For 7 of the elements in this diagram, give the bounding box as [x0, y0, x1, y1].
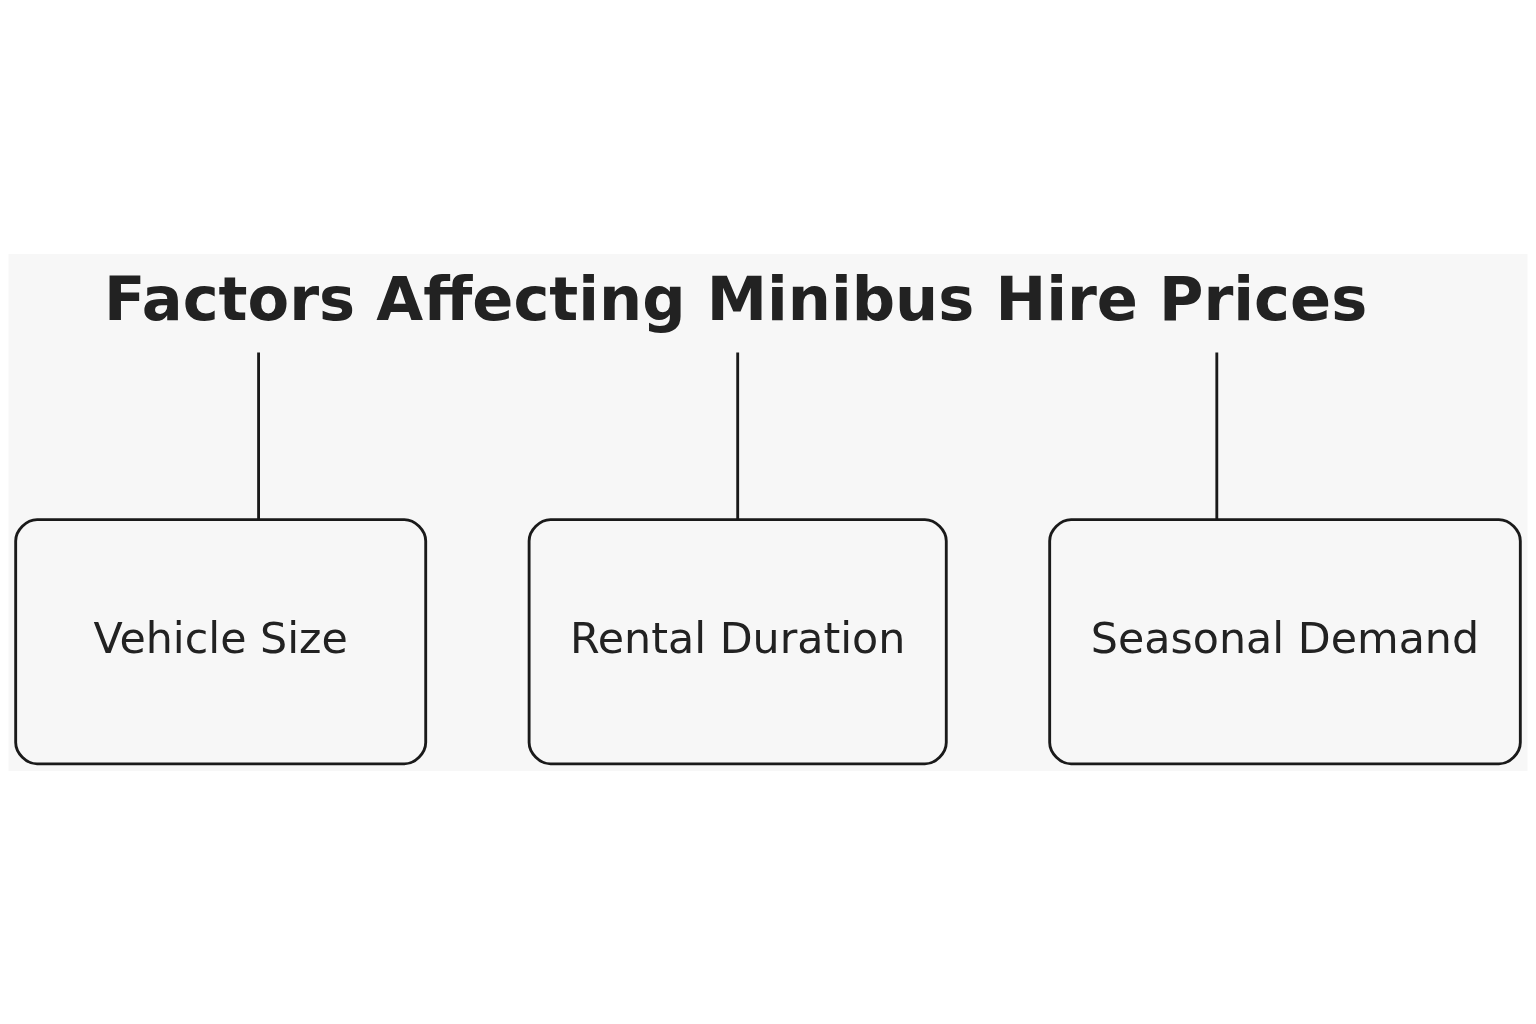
connector [736, 352, 740, 519]
connector [1215, 352, 1219, 519]
connector [257, 352, 260, 519]
node-box: Rental Duration [527, 517, 948, 765]
node-box: Vehicle Size [14, 517, 428, 765]
node-text: Factors Affecting Minibus Hire Prices [103, 263, 1368, 334]
node-box: Seasonal Demand [1048, 517, 1522, 765]
